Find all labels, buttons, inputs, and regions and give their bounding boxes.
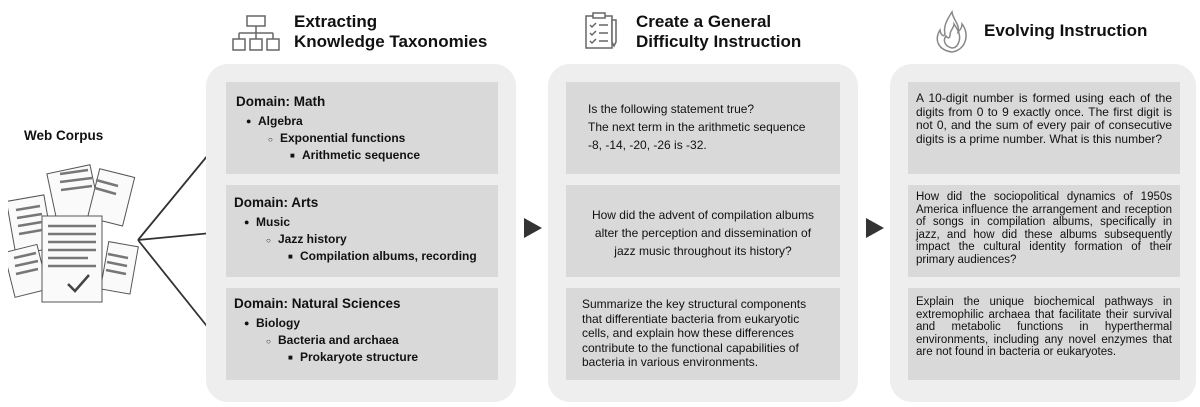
taxonomy-card-math: Domain: Math ●Algebra ○Exponential funct…	[226, 82, 498, 174]
arrow-right-icon	[524, 218, 542, 238]
taxonomy-level-2: ○Jazz history	[266, 232, 347, 246]
web-corpus-label: Web Corpus	[24, 128, 104, 143]
evolved-instruction-card: Explain the unique biochemical pathways …	[908, 288, 1180, 380]
checklist-icon	[585, 12, 617, 49]
general-instruction-card: Is the following statement true? The nex…	[566, 82, 840, 174]
taxonomy-level-1: ●Algebra	[246, 114, 303, 128]
taxonomy-level-1: ●Biology	[244, 316, 300, 330]
evolved-instruction-card: How did the sociopolitical dynamics of 1…	[908, 185, 1180, 277]
general-instruction-card: Summarize the key structural components …	[566, 288, 840, 380]
taxonomy-level-3: ■Prokaryote structure	[288, 350, 419, 364]
taxonomy-card-arts: Domain: Arts ●Music ○Jazz history ■Compi…	[226, 185, 498, 277]
general-instruction-card: How did the advent of compilation albums…	[566, 185, 840, 277]
document-stack-icon	[8, 164, 139, 303]
taxonomy-level-3: ■Arithmetic sequence	[290, 148, 421, 162]
evolved-instruction-card: A 10-digit number is formed using each o…	[908, 82, 1180, 174]
domain-title: Domain: Arts	[234, 195, 319, 210]
taxonomy-level-3: ■Compilation albums, recording	[288, 249, 477, 263]
arrow-right-icon	[866, 218, 884, 238]
taxonomy-level-1: ●Music	[244, 215, 291, 229]
domain-title: Domain: Natural Sciences	[234, 296, 401, 311]
stage-3-title: Evolving Instruction	[984, 21, 1148, 40]
taxonomy-card-natural-sciences: Domain: Natural Sciences ●Biology ○Bacte…	[226, 288, 498, 380]
taxonomy-level-2: ○Exponential functions	[268, 131, 406, 145]
taxonomy-level-2: ○Bacteria and archaea	[266, 333, 399, 347]
domain-title: Domain: Math	[236, 94, 326, 109]
hierarchy-icon	[232, 15, 280, 51]
flame-icon	[936, 10, 967, 53]
